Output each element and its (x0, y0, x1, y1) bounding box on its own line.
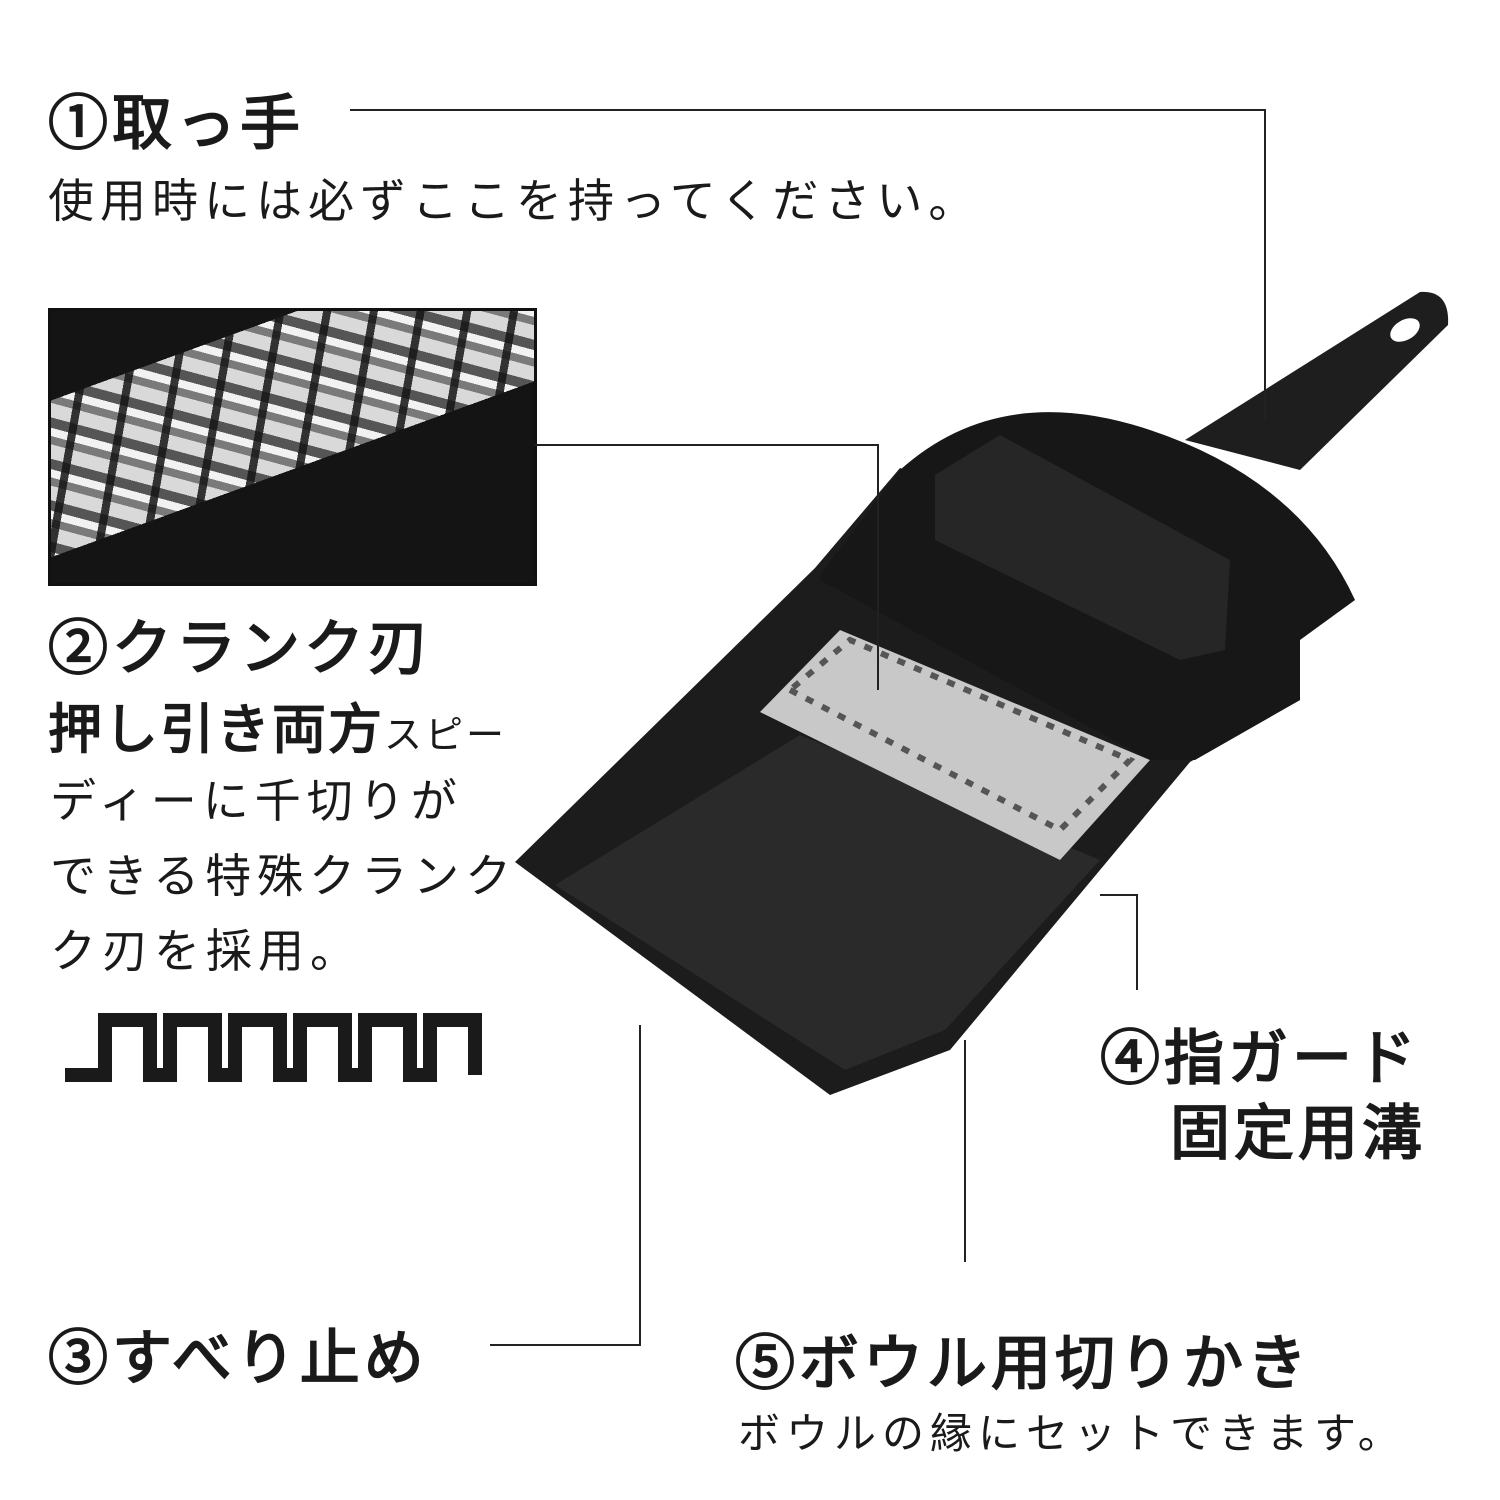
nonslip-title: ③すべり止め (48, 1324, 428, 1394)
blade-desc-2: ディーに千切りが (50, 774, 463, 828)
nonslip-leader-v (639, 1025, 641, 1345)
blade-leader-h (535, 444, 879, 446)
guard-title-2: 固定用溝 (1170, 1099, 1426, 1169)
bowl-leader-v (964, 1040, 966, 1262)
blade (760, 630, 1150, 860)
hang-hole (1390, 318, 1420, 342)
handle (1185, 291, 1449, 470)
handle-leader-v (1264, 109, 1266, 419)
blade-leader-v (877, 444, 879, 690)
square-wave-icon (65, 1013, 482, 1082)
guard-knob (935, 435, 1230, 660)
guard-title-1: ④指ガード (1100, 1024, 1420, 1094)
non-slip-surface (555, 735, 1100, 1070)
handle-title: ①取っ手 (48, 89, 304, 159)
guard-leader-v (1136, 894, 1138, 990)
handle-leader-h (350, 109, 1265, 111)
nonslip-leader-h (490, 1344, 641, 1346)
guard-leader-h (1100, 894, 1138, 896)
blade-desc-1: スピー (384, 713, 508, 757)
blade-closeup-image (48, 308, 537, 586)
blade-desc-3: できる特殊クランク (50, 849, 518, 903)
handle-description: 使用時には必ずここを持ってください。 (48, 174, 981, 228)
blade-title: ②クランク刃 (48, 614, 432, 684)
blade-desc-4: ク刃を採用。 (50, 924, 362, 978)
blade-lead: 押し引き両方 (48, 697, 384, 761)
blade-description: 押し引き両方スピー (48, 685, 507, 764)
bowl-description: ボウルの縁にセットできます。 (738, 1409, 1406, 1458)
bowl-title: ⑤ボウル用切りかき (735, 1329, 1311, 1399)
